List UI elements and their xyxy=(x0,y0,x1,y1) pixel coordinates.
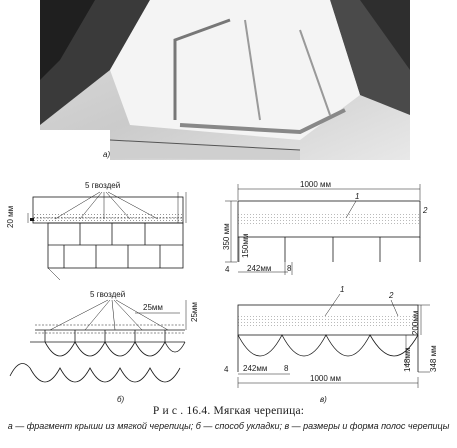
dim-242mm-bottom: 242мм xyxy=(243,364,267,373)
panel-c-top-drawing: 1000 мм 1 2 350 мм 150мм 4 242мм 8 xyxy=(222,180,428,275)
dim-348mm: 348 мм xyxy=(429,345,438,372)
dim-20mm: 20 мм xyxy=(6,206,15,228)
dim-1000mm-top: 1000 мм xyxy=(300,180,331,189)
dim-200mm: 200мм xyxy=(411,311,420,335)
panel-a-label: а) xyxy=(103,150,110,159)
dim-25mm-top: 25мм xyxy=(143,303,163,312)
dim-25mm-side: 25мм xyxy=(190,302,199,322)
dim-150mm: 150мм xyxy=(241,234,250,258)
callout-2-top: 2 xyxy=(422,206,428,215)
panel-a-photo: а) xyxy=(0,0,410,160)
panel-c-bottom-drawing: 1 2 200мм 348 мм 148мм 4 242мм 8 1000 мм… xyxy=(224,285,438,404)
panel-c-label: в) xyxy=(320,395,327,404)
callout-1-top: 1 xyxy=(355,192,359,201)
panel-b-top-drawing: 5 гвоздей 20 мм xyxy=(6,181,187,281)
callout-1-bottom: 1 xyxy=(340,285,344,294)
dim-350mm: 350 мм xyxy=(222,223,231,250)
dim-8-bottom: 8 xyxy=(284,364,289,373)
dim-8-top: 8 xyxy=(287,264,292,273)
callout-2-bottom: 2 xyxy=(388,291,394,300)
dim-4-bottom: 4 xyxy=(224,365,229,374)
panel-b-bottom-drawing: 5 гвоздей 25мм 25мм б) xyxy=(9,290,199,404)
dim-242mm-top: 242мм xyxy=(247,264,271,273)
dim-4-top: 4 xyxy=(225,265,230,274)
figure-caption-text: а — фрагмент крыши из мягкой черепицы; б… xyxy=(7,421,450,431)
nails-label-top: 5 гвоздей xyxy=(85,181,120,190)
dim-148mm: 148мм xyxy=(403,348,412,372)
dim-1000mm-bottom: 1000 мм xyxy=(310,374,341,383)
panel-b-label: б) xyxy=(117,395,125,404)
nails-label-bottom: 5 гвоздей xyxy=(90,290,125,299)
figure-caption-title: Р и с . 16.4. Мягкая черепица: xyxy=(152,405,305,417)
